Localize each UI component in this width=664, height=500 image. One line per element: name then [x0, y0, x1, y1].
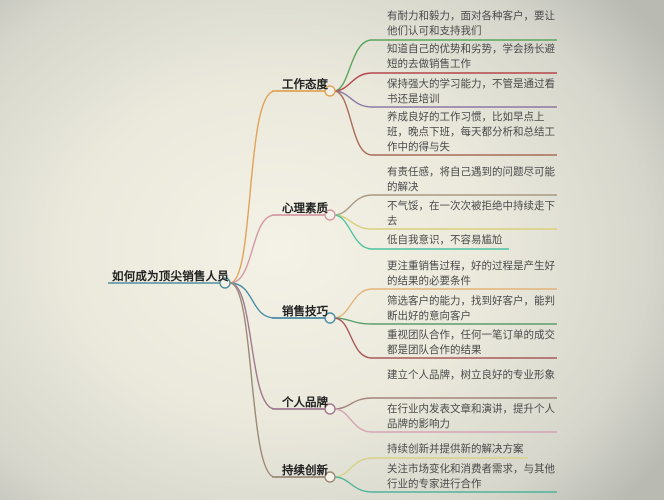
connector-leaf [333, 90, 557, 156]
leaf-topic[interactable]: 知道自己的优势和劣势，学会扬长避短的去做销售工作 [387, 43, 555, 70]
branch-node-toggle[interactable] [324, 209, 336, 221]
connector-leaf [333, 476, 557, 493]
connector-leaf [333, 90, 557, 108]
leaf-topic[interactable]: 低自我意识，不容易尴尬 [387, 234, 503, 246]
connector-leaf [333, 408, 557, 433]
connector-leaf [333, 317, 557, 359]
branch-node-toggle[interactable] [324, 312, 336, 324]
connector-leaf [333, 397, 557, 410]
leaf-topic[interactable]: 保持强大的学习能力，不管是通过看书还是培训 [387, 78, 555, 105]
leaf-topic[interactable]: 有耐力和毅力，面对各种客户，要让他们认可和支持我们 [387, 10, 555, 37]
connector-leaf [333, 194, 557, 216]
branch-innovation[interactable]: 持续创新 [282, 463, 328, 477]
branch-sales-skills[interactable]: 销售技巧 [282, 304, 328, 318]
leaf-topic[interactable]: 筛选客户的能力，找到好客户，能判断出好的意向客户 [387, 295, 555, 322]
leaf-topic[interactable]: 不气馁，在一次次被拒绝中持续走下去 [387, 200, 555, 227]
leaf-topic[interactable]: 更注重销售过程，好的过程是产生好的结果的必要条件 [387, 260, 555, 287]
branch-mindset[interactable]: 心理素质 [282, 201, 328, 215]
connector-leaf [333, 72, 557, 92]
leaf-topic[interactable]: 持续创新并提供新的解决方案 [387, 443, 524, 455]
leaf-topic[interactable]: 在行业内发表文章和演讲，提升个人品牌的影响力 [387, 403, 555, 430]
connector-leaf [333, 317, 557, 325]
leaf-topic[interactable]: 有责任感，将自己遇到的问题尽可能的解决 [387, 166, 555, 193]
branch-node-toggle[interactable] [324, 403, 336, 415]
branch-personal-brand[interactable]: 个人品牌 [282, 395, 328, 409]
connector-leaf [333, 214, 509, 250]
leaf-topic[interactable]: 重视团队合作，任何一笔订单的成交都是团队合作的结果 [387, 329, 555, 356]
connector-leaf [333, 457, 528, 478]
branch-node-toggle[interactable] [324, 471, 336, 483]
leaf-topic[interactable]: 关注市场变化和消费者需求，与其他行业的专家进行合作 [387, 463, 555, 490]
connector-innovation [229, 282, 326, 478]
branch-work-attitude[interactable]: 工作态度 [282, 77, 328, 91]
connector-personal-brand [229, 282, 326, 410]
leaf-topic[interactable]: 养成良好的工作习惯，比如早点上班，晚点下班，每天都分析和总结工作中的得与失 [387, 111, 555, 153]
root-topic[interactable]: 如何成为顶尖销售人员 [112, 269, 229, 283]
connector-leaf [333, 288, 557, 319]
connector-leaf [333, 39, 557, 92]
branch-node-toggle[interactable] [324, 85, 336, 97]
connector-work-attitude [229, 90, 326, 284]
leaf-topic[interactable]: 建立个人品牌，树立良好的专业形象 [387, 369, 555, 381]
root-node-toggle[interactable] [219, 277, 231, 289]
